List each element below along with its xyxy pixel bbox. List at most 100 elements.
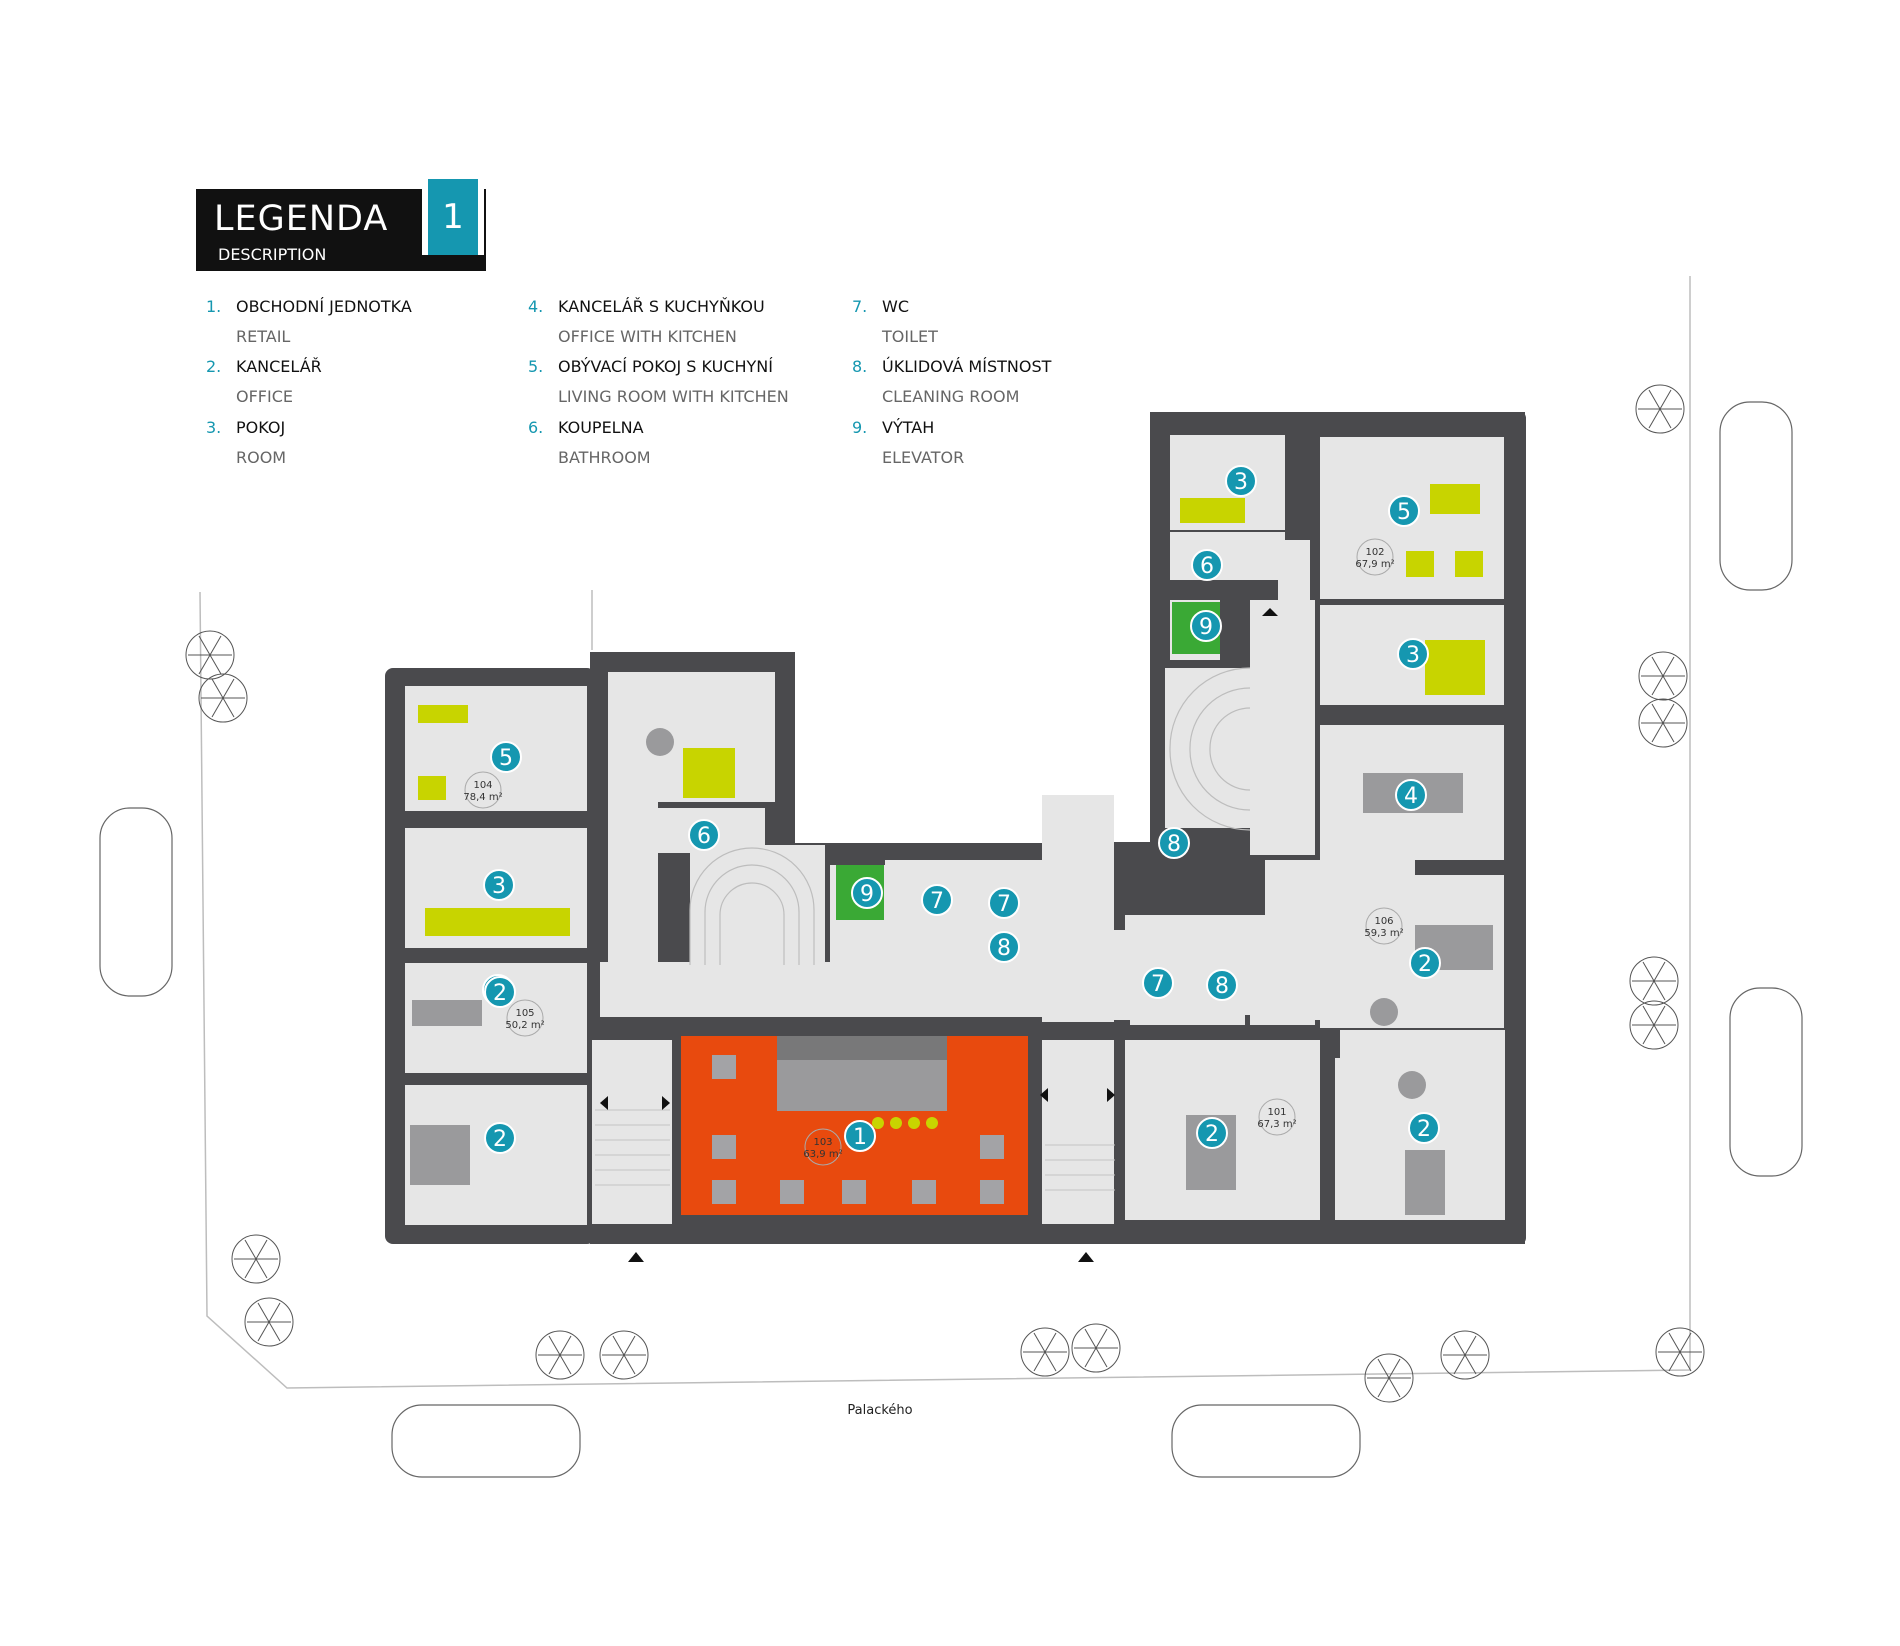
legend-label-cz: ÚKLIDOVÁ MÍSTNOST (882, 357, 1052, 376)
tree-branch (1653, 980, 1666, 1001)
room-marker-2: 2 (484, 1122, 516, 1154)
unit-area: 63,9 m² (803, 1149, 842, 1160)
room-marker-number: 5 (1397, 500, 1411, 525)
tree-branch (612, 1354, 625, 1375)
unit-area: 67,9 m² (1355, 559, 1394, 570)
tree-icon (1440, 1330, 1490, 1380)
legend-number: 5. (528, 357, 544, 376)
unit-area: 78,4 m² (463, 792, 502, 803)
tree-branch (1642, 980, 1655, 1001)
tree-branch (1642, 1024, 1655, 1045)
legend-label-cz: OBÝVACÍ POKOJ S KUCHYNÍ (558, 357, 773, 376)
tree-branch (255, 1258, 268, 1279)
room-marker-number: 3 (492, 874, 506, 899)
cars (99, 401, 1803, 1478)
tree-branch (1651, 656, 1664, 677)
tree-branch (198, 654, 211, 675)
room-marker-number: 9 (860, 882, 874, 907)
tree-branch (1651, 675, 1664, 696)
tree-icon (231, 1234, 281, 1284)
room-marker-2: 2 (1408, 1112, 1440, 1144)
room-marker-number: 3 (1406, 643, 1420, 668)
room-marker-5: 5 (490, 741, 522, 773)
tree-branch (222, 697, 235, 718)
legend-label-cz: OBCHODNÍ JEDNOTKA (236, 297, 412, 316)
tree-icon (198, 673, 248, 723)
tree-branch (1653, 961, 1666, 982)
tree-icon (1020, 1327, 1070, 1377)
floor-number-badge: 1 (422, 179, 484, 255)
tree-branch (244, 1258, 257, 1279)
room-marker-6: 6 (1191, 549, 1223, 581)
tree-branch (1084, 1328, 1097, 1349)
room-marker-9: 9 (1190, 610, 1222, 642)
car-left (99, 807, 173, 997)
unit-id: 104 (473, 780, 492, 791)
room-marker-3: 3 (1397, 638, 1429, 670)
tree-branch (1668, 1351, 1681, 1372)
room-marker-6: 6 (688, 819, 720, 851)
tree-branch (255, 1239, 268, 1260)
car-bottom-right (1171, 1404, 1361, 1478)
room-marker-number: 8 (1215, 974, 1229, 999)
tree-branch (1033, 1332, 1046, 1353)
tree-branch (209, 654, 222, 675)
room-marker-number: 7 (997, 892, 1011, 917)
tree-icon (1655, 1327, 1705, 1377)
room-marker-number: 2 (1417, 1117, 1431, 1142)
legend-label-en: ROOM (236, 448, 287, 467)
legend-label-en: OFFICE (236, 387, 293, 406)
tree-branch (222, 678, 235, 699)
room-markers: 53632219778789836534222 (482, 465, 1441, 1154)
tree-icon (1071, 1323, 1121, 1373)
staircase-entrance-right (1045, 1144, 1115, 1191)
legend-label-en: RETAIL (236, 327, 291, 346)
trees (185, 384, 1705, 1403)
desk-units (410, 728, 1493, 1215)
tree-branch (548, 1335, 561, 1356)
room-marker-number: 2 (1418, 952, 1432, 977)
legend-number: 8. (852, 357, 868, 376)
retail-tables (712, 1055, 1004, 1204)
room-marker-2: 2 (1196, 1117, 1228, 1149)
room-marker-number: 2 (1205, 1122, 1219, 1147)
tree-branch (559, 1335, 572, 1356)
legend-label-en: OFFICE WITH KITCHEN (558, 327, 737, 346)
tree-branch (1653, 1024, 1666, 1045)
room-marker-number: 2 (493, 1127, 507, 1152)
room-marker-9: 9 (851, 877, 883, 909)
room-marker-8: 8 (1158, 827, 1190, 859)
room-marker-2: 2 (1409, 947, 1441, 979)
room-marker-2: 2 (484, 976, 516, 1008)
legend-number: 2. (206, 357, 222, 376)
tree-branch (612, 1335, 625, 1356)
tree-icon (1629, 1000, 1679, 1050)
staircase-left (689, 847, 815, 965)
room-marker-number: 5 (499, 746, 513, 771)
unit-label-texts: 104 78,4 m² 105 50,2 m² 103 63,9 m² 102 … (463, 547, 1403, 1160)
room-marker-3: 3 (1225, 465, 1257, 497)
staircase-right (1169, 667, 1251, 831)
room-marker-7: 7 (1142, 967, 1174, 999)
legend-label-cz: VÝTAH (882, 418, 935, 437)
room-marker-number: 2 (493, 981, 507, 1006)
unit-area: 50,2 m² (505, 1020, 544, 1031)
legend-label-cz: KANCELÁŘ (236, 357, 322, 376)
room-marker-7: 7 (988, 887, 1020, 919)
tree-branch (1464, 1335, 1477, 1356)
unit-id: 106 (1374, 916, 1393, 927)
legend-number: 6. (528, 418, 544, 437)
tree-branch (1084, 1347, 1097, 1368)
unit-id: 103 (813, 1137, 832, 1148)
legend-title: LEGENDA (214, 199, 389, 239)
entrance-arrows (600, 608, 1278, 1262)
room-marker-number: 7 (930, 889, 944, 914)
tree-icon (1638, 698, 1688, 748)
room-marker-number: 7 (1151, 972, 1165, 997)
room-marker-number: 8 (997, 936, 1011, 961)
legend-number: 3. (206, 418, 222, 437)
unit-area: 59,3 m² (1364, 928, 1403, 939)
room-marker-7: 7 (921, 884, 953, 916)
legend-number: 4. (528, 297, 544, 316)
tree-branch (1668, 1332, 1681, 1353)
